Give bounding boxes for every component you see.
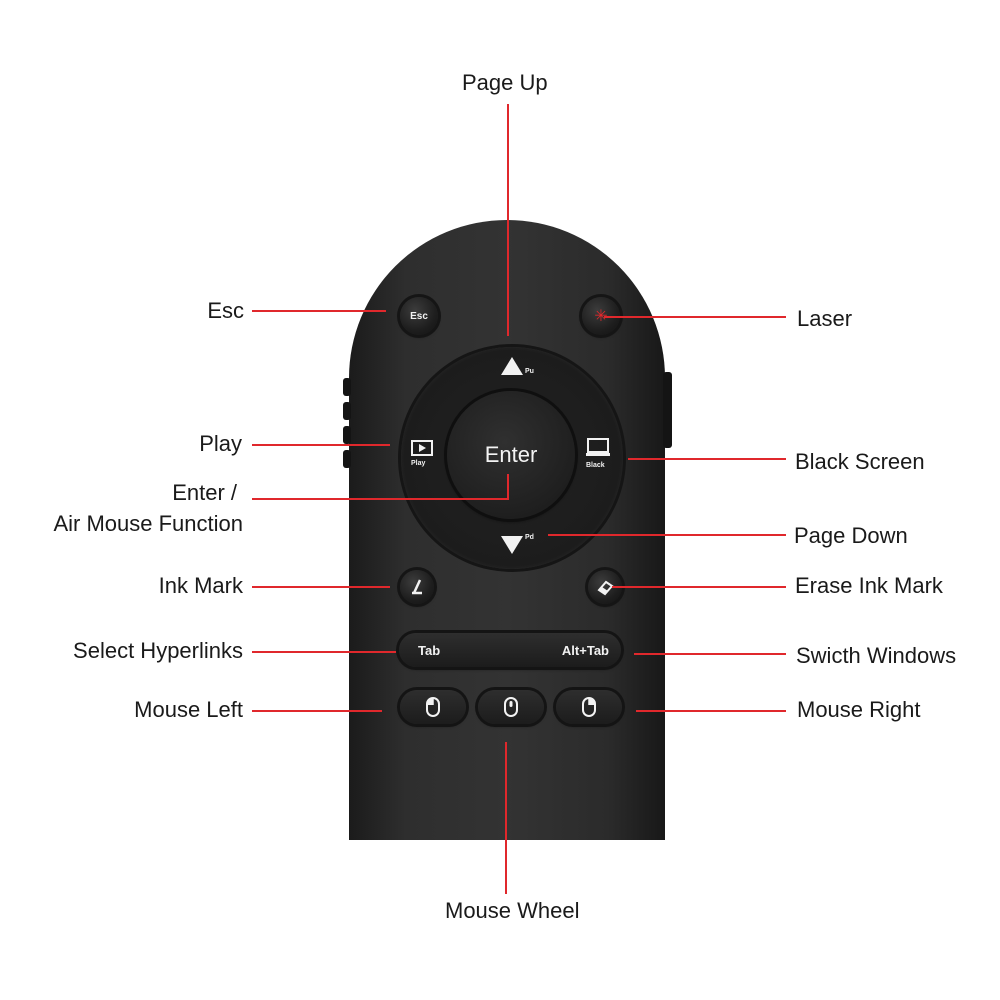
- alt-tab-button-label: Alt+Tab: [561, 643, 609, 658]
- callout-line-esc: [252, 310, 386, 312]
- laser-icon: ✳: [594, 308, 608, 325]
- callout-line-mouse-left: [252, 710, 382, 712]
- mouse-left-button[interactable]: [400, 690, 466, 724]
- side-button-left-2: [343, 402, 351, 420]
- callout-line-erase-ink-mark: [612, 586, 786, 588]
- label-laser: Laser: [797, 306, 853, 331]
- mouse-wheel-button[interactable]: [478, 690, 544, 724]
- label-mouse-right: Mouse Right: [797, 697, 921, 722]
- label-erase-ink-mark: Erase Ink Mark: [795, 573, 943, 598]
- mouse-wheel-icon: [504, 697, 518, 717]
- tab-button-label: Tab: [418, 643, 441, 658]
- callout-line-laser: [604, 316, 786, 318]
- callout-line-page-down: [548, 534, 786, 536]
- label-page-down: Page Down: [794, 523, 908, 548]
- label-enter-line2: Air Mouse Function: [53, 511, 243, 536]
- ink-mark-button[interactable]: [400, 570, 434, 604]
- callout-line-mouse-right: [636, 710, 786, 712]
- mouse-right-icon: [582, 697, 596, 717]
- enter-button[interactable]: Enter: [447, 391, 575, 519]
- mouse-right-button[interactable]: [556, 690, 622, 724]
- play-icon[interactable]: [411, 440, 433, 456]
- callout-line-play: [252, 444, 390, 446]
- callout-line-mouse-wheel: [505, 742, 507, 894]
- black-screen-button-label: Black: [586, 462, 605, 469]
- label-mouse-wheel: Mouse Wheel: [445, 898, 580, 923]
- label-enter-line1: Enter /: [172, 480, 237, 505]
- callout-line-enter: [252, 498, 509, 500]
- label-select-hyperlinks: Select Hyperlinks: [73, 638, 243, 663]
- play-button-label: Play: [411, 460, 426, 467]
- callout-line-switch-windows: [634, 653, 786, 655]
- black-screen-icon[interactable]: [586, 438, 610, 458]
- label-switch-windows: Swicth Windows: [796, 643, 957, 668]
- pen-icon: [412, 579, 422, 595]
- label-esc: Esc: [207, 298, 244, 323]
- label-ink-mark: Ink Mark: [158, 573, 243, 598]
- side-button-left-3: [343, 426, 351, 444]
- esc-button-label: Esc: [410, 310, 428, 322]
- label-play: Play: [199, 431, 242, 456]
- esc-button[interactable]: Esc: [400, 297, 438, 335]
- side-button-left-1: [343, 378, 351, 396]
- callout-line-enter-vertical: [507, 474, 509, 500]
- page-down-arrow-icon[interactable]: [500, 535, 524, 555]
- mouse-left-icon: [426, 697, 440, 717]
- label-black-screen: Black Screen: [795, 449, 925, 474]
- callout-line-page-up: [507, 104, 509, 336]
- page-up-arrow-icon[interactable]: [500, 356, 524, 376]
- callout-line-black-screen: [628, 458, 786, 460]
- page-up-button-label: Pu: [525, 368, 534, 375]
- label-mouse-left: Mouse Left: [134, 697, 243, 722]
- enter-button-label: Enter: [484, 442, 538, 467]
- tab-alt-tab-button[interactable]: Tab Alt+Tab: [399, 633, 621, 667]
- label-page-up: Page Up: [462, 70, 548, 95]
- page-down-button-label: Pd: [525, 534, 534, 541]
- callout-line-select-hyperlinks: [252, 651, 396, 653]
- callout-line-ink-mark: [252, 586, 390, 588]
- side-button-right: [663, 372, 672, 448]
- side-button-left-4: [343, 450, 351, 468]
